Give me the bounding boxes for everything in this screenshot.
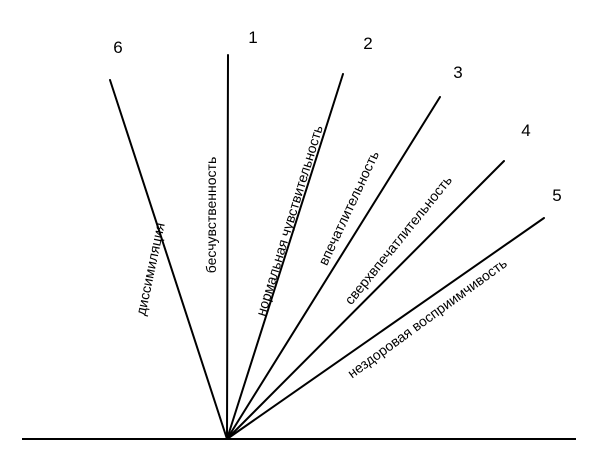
ray-number-6: 6 <box>113 38 122 57</box>
ray-label-1: бесчувственность <box>203 157 219 274</box>
ray-4 <box>226 160 505 440</box>
ray-number-4: 4 <box>521 121 530 140</box>
ray-2 <box>226 73 344 440</box>
ray-label-2: нормальная чувствительность <box>253 123 326 318</box>
ray-1 <box>226 54 229 440</box>
ray-6 <box>109 79 228 440</box>
ray-number-5: 5 <box>552 186 561 205</box>
ray-3 <box>226 96 441 440</box>
ray-label-6: диссимиляция <box>132 221 167 317</box>
ray-5 <box>226 217 545 440</box>
ray-number-1: 1 <box>248 28 257 47</box>
ray-number-2: 2 <box>363 34 372 53</box>
ray-number-3: 3 <box>453 63 462 82</box>
